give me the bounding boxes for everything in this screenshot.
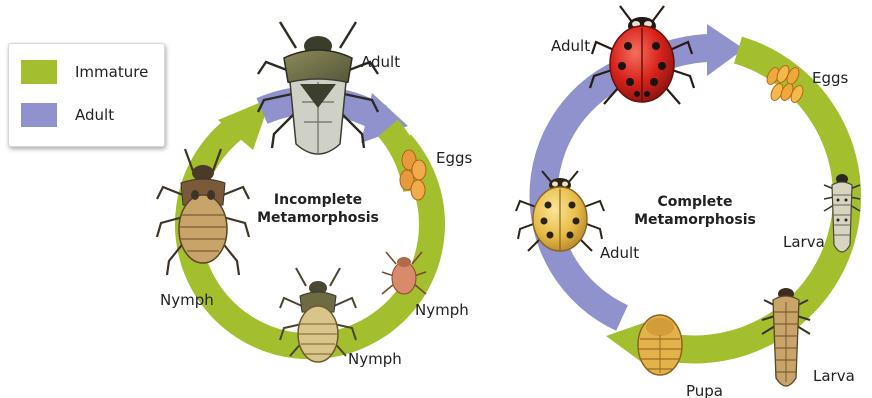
complete-label-adult-top: Adult <box>551 37 590 55</box>
incomplete-label-adult: Adult <box>361 53 400 71</box>
yellow-ladybug-adult-icon <box>516 171 604 251</box>
complete-label-pupa: Pupa <box>686 382 723 398</box>
stink-bug-adult-icon <box>258 22 378 154</box>
incomplete-label-eggs: Eggs <box>436 149 473 167</box>
pupa-icon <box>638 315 682 375</box>
complete-label-eggs: Eggs <box>812 69 849 87</box>
complete-label-larva-bottom: Larva <box>813 367 855 385</box>
complete-title-line2: Metamorphosis <box>634 212 756 228</box>
nymph-left-icon <box>157 149 249 275</box>
incomplete-label-nymph-bottom: Nymph <box>348 350 402 368</box>
incomplete-label-nymph-left: Nymph <box>160 291 214 309</box>
complete-title-line1: Complete <box>658 194 733 210</box>
complete-cycle: Complete Metamorphosis Adult Eggs Larva … <box>516 6 860 398</box>
complete-label-adult-left: Adult <box>600 244 639 262</box>
complete-label-larva-right: Larva <box>783 233 825 251</box>
incomplete-label-nymph-small: Nymph <box>415 301 469 319</box>
incomplete-cycle: Incomplete Metamorphosis Adult Eggs Nymp… <box>157 22 473 368</box>
incomplete-title-line1: Incomplete <box>274 192 362 208</box>
incomplete-title-line2: Metamorphosis <box>257 210 379 226</box>
